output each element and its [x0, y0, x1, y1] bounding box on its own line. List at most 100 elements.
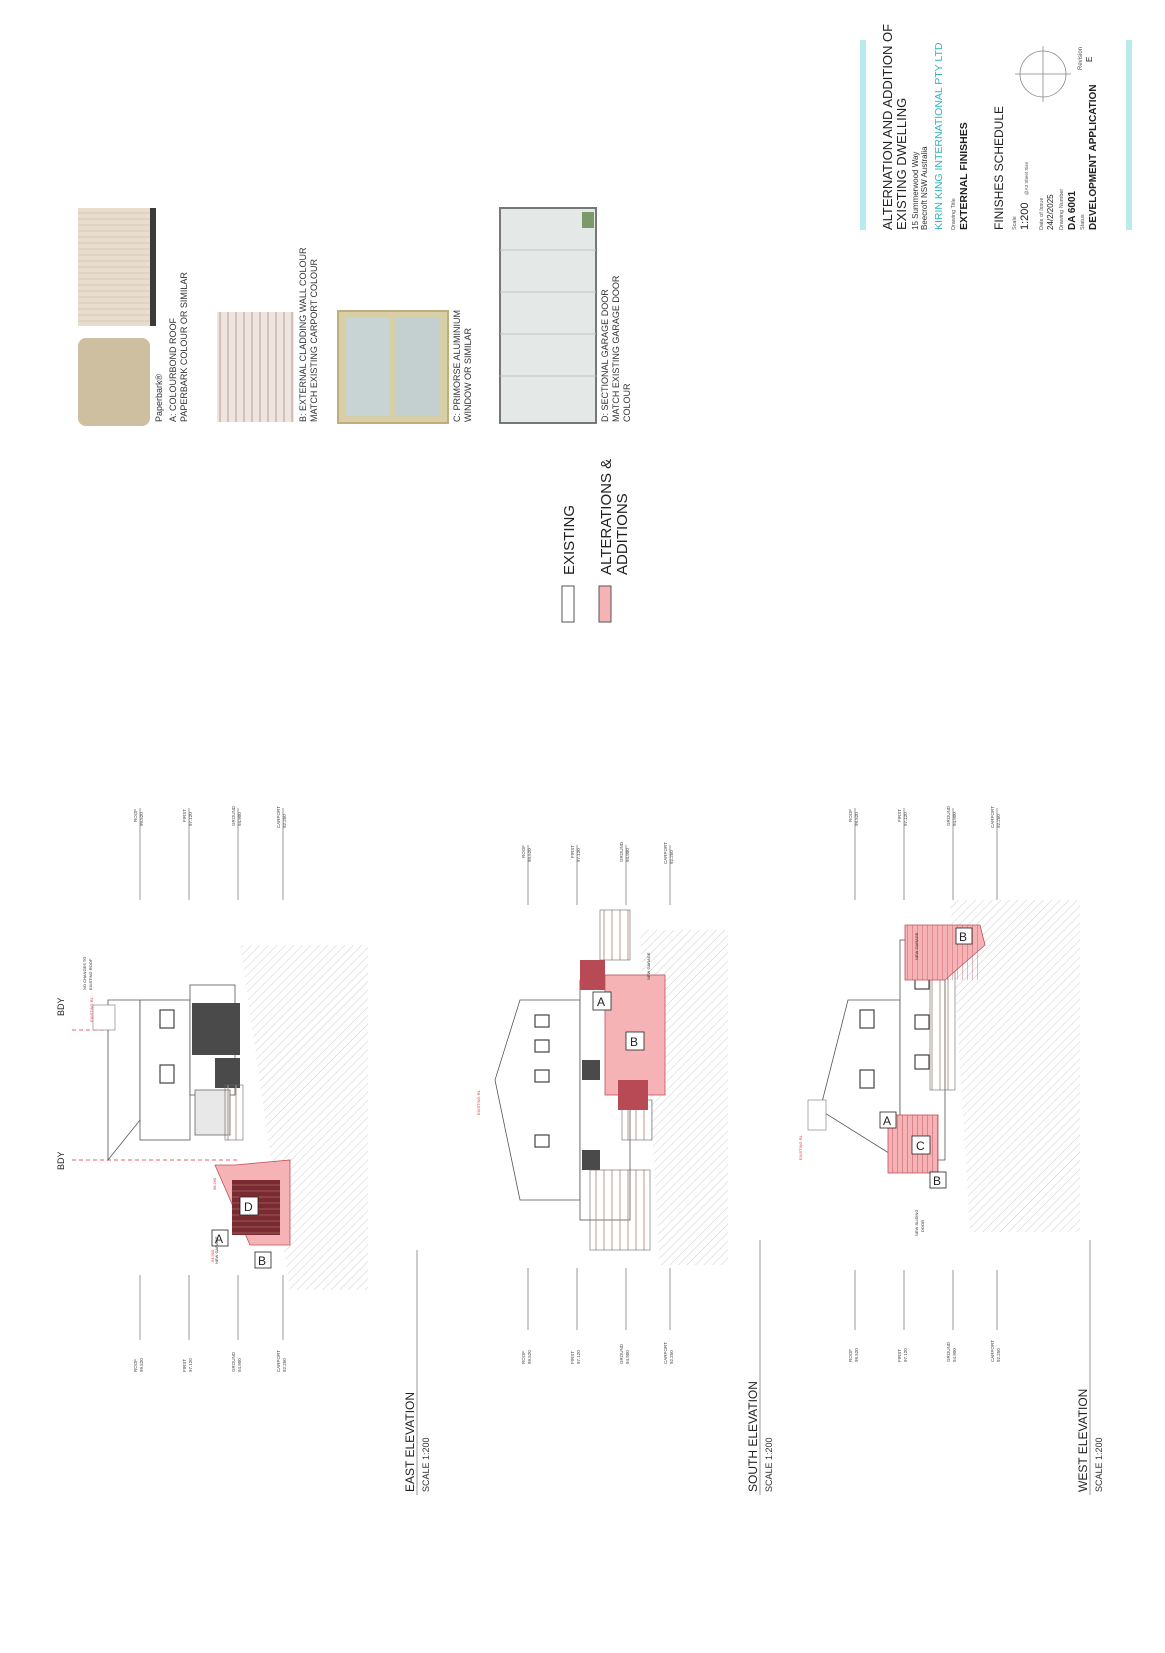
east-tag-b-text: B: [258, 1254, 266, 1268]
west-roof-label-left: ROOF: [848, 1349, 853, 1362]
west-carport-label: CARPORT: [990, 806, 995, 828]
east-level-markers-right: [139, 808, 284, 900]
west-tag-b: [929, 1171, 947, 1189]
west-tag-c: [911, 1135, 931, 1155]
south-roof-label-left: ROOF: [521, 1351, 526, 1364]
west-ground-label-left: GROUND: [946, 1341, 951, 1362]
south-existing-rl: EXISTING RL: [476, 1089, 481, 1115]
east-ground-value: 94.900: [237, 812, 242, 826]
west-roof-value: 99.520: [854, 812, 859, 826]
east-roof-value-left: 99.520: [139, 1358, 144, 1372]
revision-label: Revision: [1078, 47, 1084, 70]
east-first-label-left: FIRST: [182, 1359, 187, 1372]
east-roof-value: 99.520: [139, 812, 144, 826]
swatch-paperbark: [78, 338, 150, 426]
south-ground-label: GROUND: [619, 841, 624, 862]
east-elevation-title: EAST ELEVATION: [403, 1392, 417, 1492]
west-tag-a-text: A: [883, 1114, 891, 1128]
west-ground-label: GROUND: [946, 805, 951, 826]
drawing-number-label: Drawing Number: [1059, 189, 1065, 230]
west-first-value: 97.120: [903, 812, 908, 826]
finish-b-line1: B: EXTERNAL CLADDING WALL COLOUR: [298, 247, 308, 422]
east-tag-a: [211, 1229, 229, 1247]
legend-alterations-swatch: [598, 585, 612, 623]
south-carport-label: CARPORT: [663, 842, 668, 864]
east-carport-value: 92.250: [282, 814, 287, 828]
south-roof-value: 99.520: [527, 848, 532, 862]
east-no-changes-line1: NO CHANGES TO: [82, 957, 87, 990]
finish-c-line1: C: PRIMORSE ALUMINIUM: [452, 310, 462, 422]
east-ground-label-left: GROUND: [231, 1351, 236, 1372]
east-tag-b: [254, 1251, 272, 1269]
title-block: ALTERNATION AND ADDITION OF EXISTING DWE…: [860, 24, 1132, 230]
address-line1: 15 Summerwood Way: [911, 152, 920, 230]
south-tag-b-text: B: [630, 1035, 638, 1049]
finish-c-line2: WINDOW OR SIMILAR: [463, 328, 473, 422]
west-roof-label: ROOF: [848, 809, 853, 822]
east-house-existing: [92, 984, 244, 1162]
finish-d-line3: COLOUR: [622, 383, 632, 422]
south-level-markers-right: [527, 845, 671, 905]
scale-label: Scale: [1012, 216, 1018, 230]
east-level-markers-left: [139, 1275, 284, 1340]
west-tag-c-text: C: [916, 1139, 925, 1153]
south-elevation-title: SOUTH ELEVATION: [746, 1381, 760, 1492]
south-first-label-left: FIRST: [570, 1351, 575, 1364]
roof-sample-photo: [78, 208, 156, 326]
south-ground-value: 94.900: [625, 848, 630, 862]
south-tag-b: [625, 1031, 645, 1051]
legend: EXISTING ALTERATIONS & ADDITIONS: [561, 459, 631, 623]
west-tag-a: [879, 1111, 897, 1129]
west-carport-value-left: 92.250: [996, 1348, 1001, 1362]
finish-b-line2: MATCH EXISTING CARPORT COLOUR: [309, 258, 319, 422]
west-tag-b-2-text: B: [959, 930, 967, 944]
west-level-markers-left: [854, 1270, 998, 1330]
legend-existing-label: EXISTING: [561, 505, 578, 575]
east-ground-hatch: [240, 945, 368, 1290]
address-line2: Beecroft NSW Australia: [920, 146, 929, 230]
west-roof-value-left: 99.520: [854, 1348, 859, 1362]
finish-a-line1: A: COLOURBOND ROOF: [168, 317, 178, 422]
east-bdy-label-2: BDY: [56, 1151, 66, 1170]
garage-door-sample-photo: [499, 207, 597, 424]
south-tag-a-text: A: [597, 995, 605, 1009]
north-arrow-icon: [1015, 46, 1071, 102]
date-label: Date of Issue: [1039, 198, 1045, 230]
west-new-garage-note: NEW GARAGE: [914, 932, 919, 960]
west-first-label: FIRST: [897, 809, 902, 822]
south-roof-label: ROOF: [521, 845, 526, 858]
status-label: Status: [1080, 214, 1086, 230]
date-value: 24/2/2025: [1046, 194, 1055, 230]
finish-d-line2: MATCH EXISTING GARAGE DOOR: [611, 275, 621, 422]
east-tag-a-text: A: [215, 1232, 223, 1246]
finish-swatches: Paperbark® A: COLOURBOND ROOF PAPERBARK …: [78, 207, 632, 426]
west-elevation-title: WEST ELEVATION: [1076, 1389, 1090, 1492]
project-title-line1: ALTERNATION AND ADDITION OF: [880, 24, 895, 230]
cladding-sample-photo: [217, 312, 294, 422]
south-tag-a: [592, 991, 612, 1011]
east-carport-value-left: 92.250: [282, 1358, 287, 1372]
east-carport-label: CARPORT: [276, 806, 281, 828]
east-bdy-label-1: BDY: [56, 997, 66, 1016]
drawing-title-label: Drawing Title: [951, 198, 957, 230]
east-carport-label-left: CARPORT: [276, 1350, 281, 1372]
title-accent-right: [1126, 40, 1132, 230]
south-elevation-scale: SCALE 1:200: [764, 1437, 774, 1492]
east-rl-b: 94.900: [210, 1249, 215, 1262]
east-roof-label: ROOF: [133, 809, 138, 822]
west-carport-label-left: CARPORT: [990, 1340, 995, 1362]
west-existing-rl: EXISTING RL: [798, 1134, 803, 1160]
east-tag-d: [239, 1196, 259, 1216]
project-title-line2: EXISTING DWELLING: [894, 98, 909, 230]
swatch-a-label: Paperbark®: [154, 373, 164, 422]
revision: E: [1085, 57, 1094, 62]
status: DEVELOPMENT APPLICATION: [1088, 84, 1099, 230]
west-level-markers-right: [854, 808, 998, 900]
drawing-title: EXTERNAL FINISHES: [958, 122, 970, 230]
title-accent-left: [860, 40, 866, 230]
south-first-label: FIRST: [570, 845, 575, 858]
east-rl-a: 98.260: [212, 1177, 217, 1190]
scale-value: 1:200: [1019, 202, 1031, 230]
